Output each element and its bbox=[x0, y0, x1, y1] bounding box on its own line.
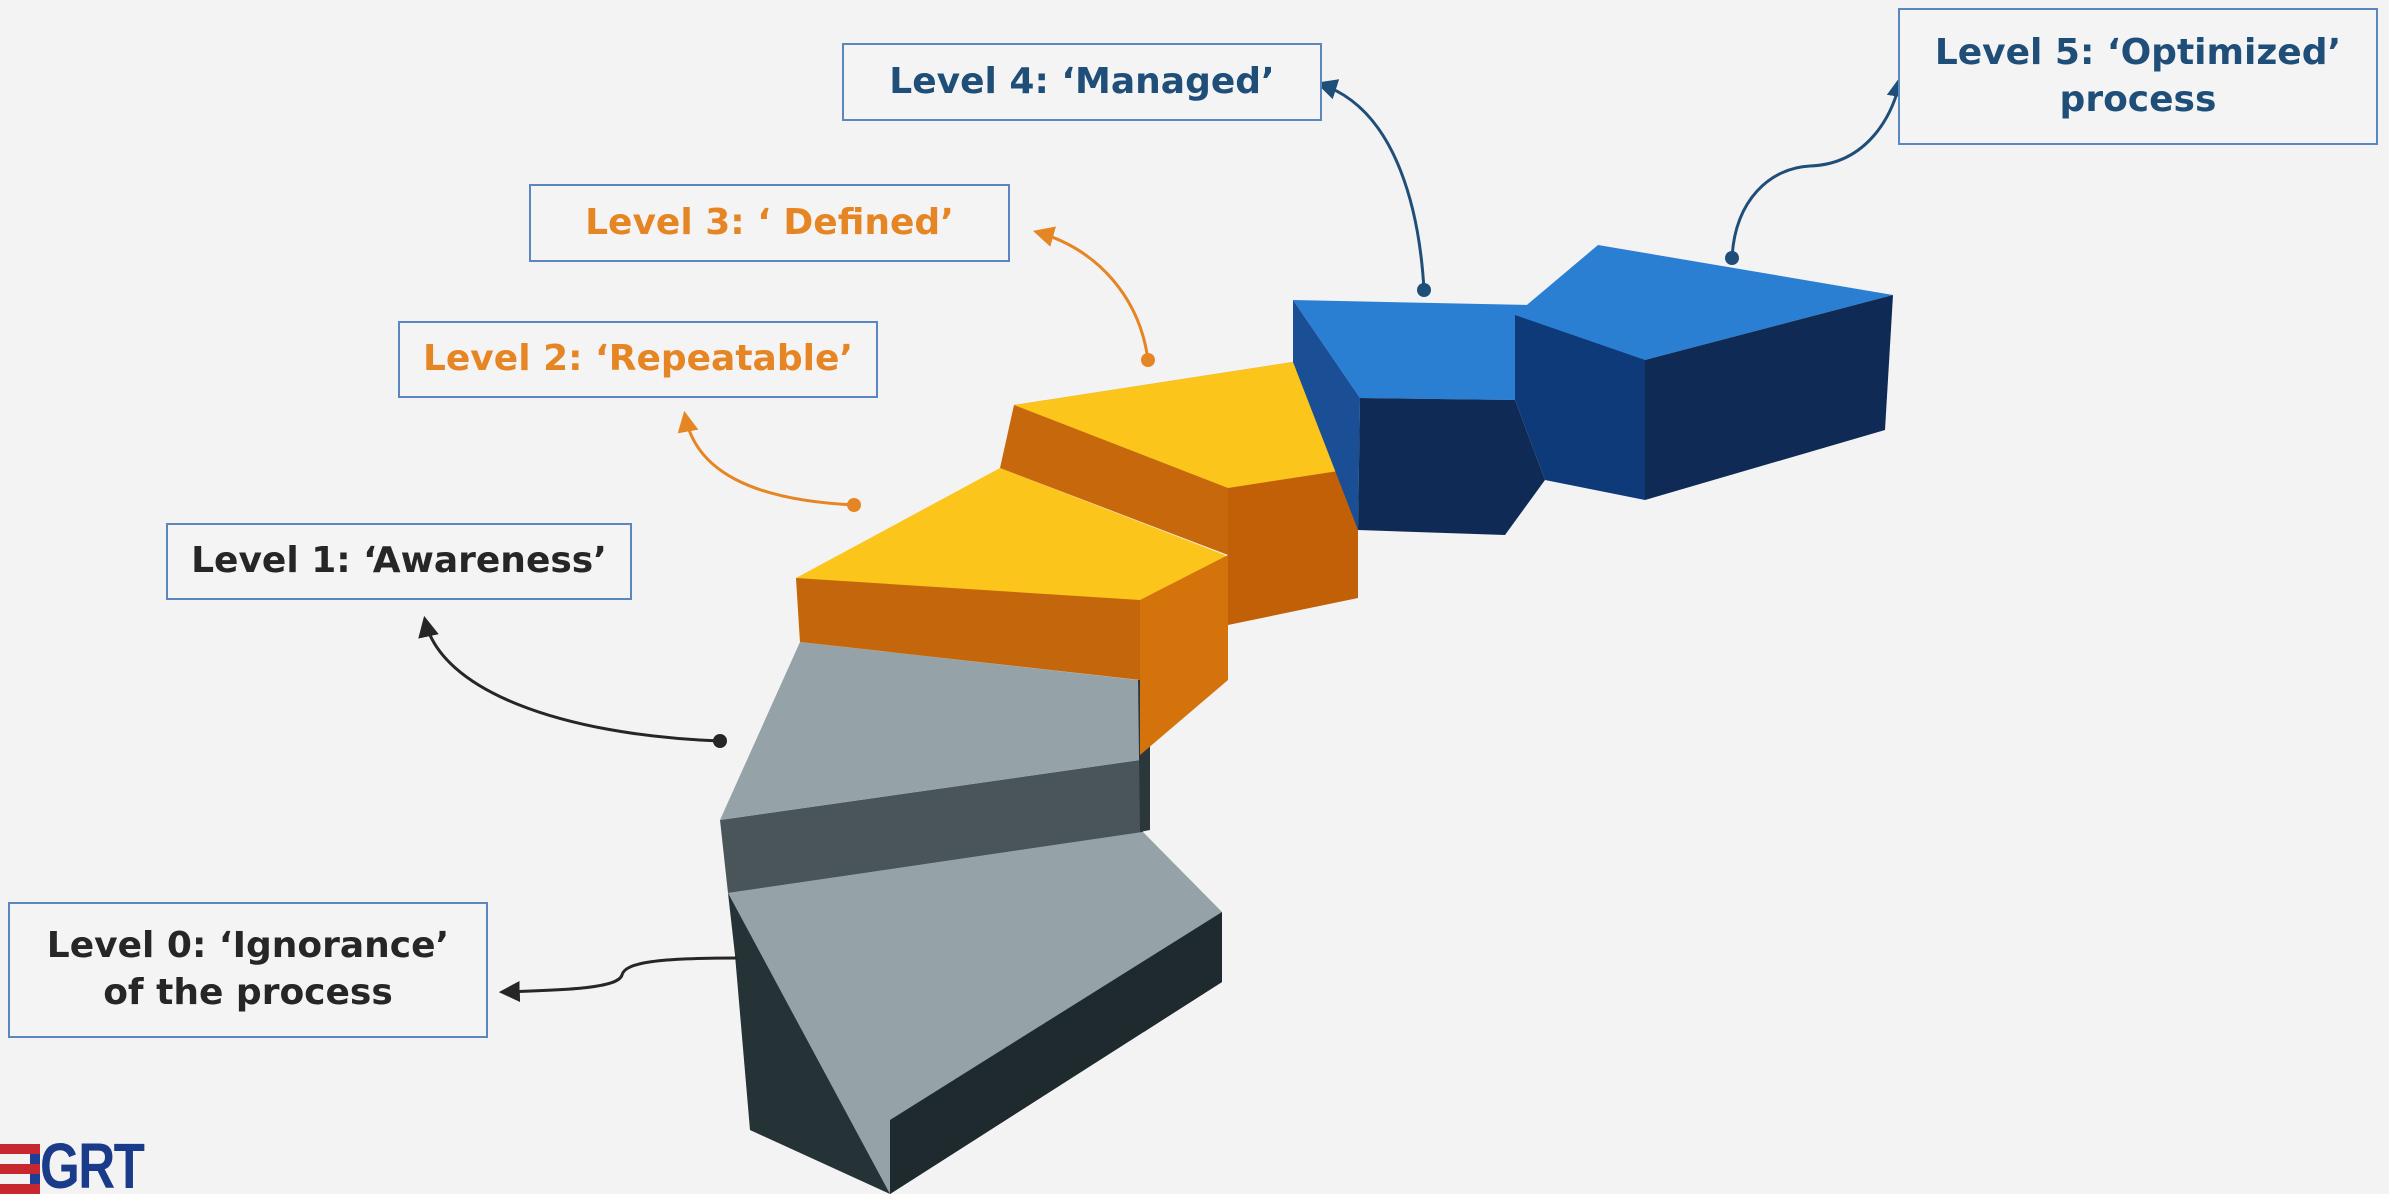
connector-level-4 bbox=[1316, 79, 1431, 297]
step-level-3 bbox=[1000, 362, 1358, 625]
level-4-label: Level 4: ‘Managed’ bbox=[842, 43, 1322, 121]
step-level-2 bbox=[796, 468, 1228, 755]
level-0-label: Level 0: ‘Ignorance’ of the process bbox=[8, 902, 488, 1038]
connector-level-3 bbox=[1032, 226, 1155, 367]
level-5-label: Level 5: ‘Optimized’ process bbox=[1898, 8, 2378, 145]
step-level-4 bbox=[1293, 300, 1545, 535]
level-2-label: Level 2: ‘Repeatable’ bbox=[398, 321, 878, 398]
level-3-label: Level 3: ‘ Defined’ bbox=[529, 184, 1010, 262]
connector-level-0 bbox=[498, 956, 739, 1002]
level-1-label: Level 1: ‘Awareness’ bbox=[166, 523, 632, 600]
connector-level-2 bbox=[677, 410, 861, 512]
logo-text: GRT bbox=[40, 1130, 145, 1194]
step-level-0 bbox=[728, 832, 1222, 1194]
connector-level-1 bbox=[418, 615, 727, 748]
grt-logo: GRT bbox=[0, 1130, 169, 1194]
logo-mark-icon bbox=[0, 1144, 40, 1194]
step-level-5 bbox=[1515, 245, 1893, 500]
connector-level-5 bbox=[1725, 75, 1908, 265]
